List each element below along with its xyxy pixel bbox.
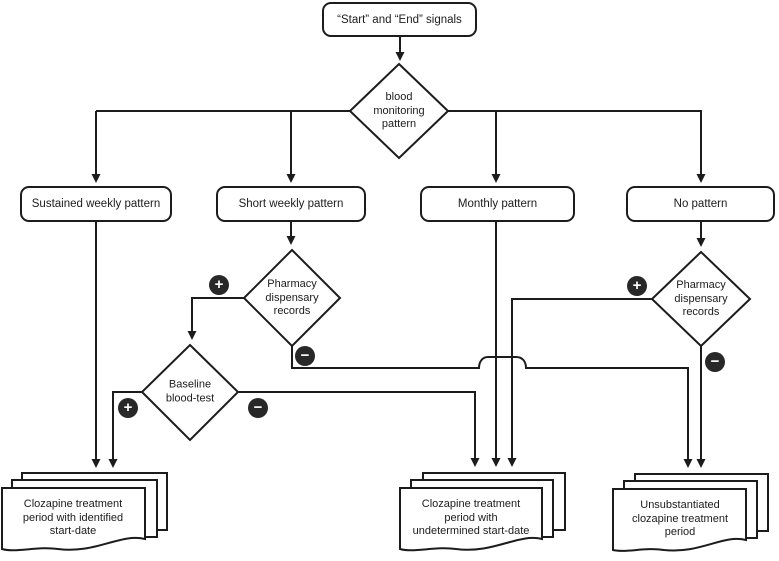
connector-baseline-plus-to-doc1 — [108, 391, 142, 468]
no-pattern-box: No pattern — [626, 186, 775, 222]
monthly-pattern-label: Monthly pattern — [457, 198, 538, 210]
start-end-signals-box: “Start” and “End” signals — [322, 2, 477, 37]
doc-unsubstantiated-label: Unsubstantiated clozapine treatment peri… — [632, 498, 728, 538]
connector-baseline-minus-to-doc2 — [238, 391, 480, 467]
decision-pharmacy-records-right — [650, 250, 752, 348]
short-weekly-pattern-label: Short weekly pattern — [238, 198, 344, 210]
minus-icon: − — [248, 398, 268, 418]
decision-pharmacy-records-left — [242, 248, 342, 348]
document-stack-undetermined — [399, 472, 566, 552]
connector-pharmacy1-plus-to-baseline — [187, 297, 244, 340]
document-stack-unsubstantiated — [612, 473, 769, 552]
sustained-weekly-pattern-label: Sustained weekly pattern — [31, 198, 161, 210]
baseline-blood-test-label: Baseline blood-test — [165, 378, 215, 405]
blood-monitoring-pattern-label: blood monitoring pattern — [373, 90, 425, 130]
sustained-weekly-pattern-box: Sustained weekly pattern — [20, 186, 172, 222]
short-weekly-pattern-box: Short weekly pattern — [216, 186, 366, 222]
start-end-signals-label: “Start” and “End” signals — [337, 13, 462, 26]
doc-undetermined-label: Clozapine treatment period with undeterm… — [412, 497, 530, 537]
no-pattern-label: No pattern — [673, 198, 728, 210]
plus-icon: + — [209, 275, 229, 295]
document-stack-identified — [1, 472, 168, 552]
doc-identified-label: Clozapine treatment period with identifi… — [22, 497, 124, 537]
connector-pharmacy1-minus-to-doc3 — [291, 346, 693, 468]
decision-blood-monitoring — [348, 62, 450, 160]
decision-baseline-blood-test — [140, 343, 240, 442]
pharmacy-dispensary-records-right-label: Pharmacy dispensary records — [674, 278, 728, 318]
pharmacy-dispensary-records-left-label: Pharmacy dispensary records — [265, 277, 319, 317]
monthly-pattern-box: Monthly pattern — [420, 186, 575, 222]
plus-icon: + — [627, 276, 647, 296]
plus-icon: + — [118, 398, 138, 418]
minus-icon: − — [295, 346, 315, 366]
connector-pharmacy2-plus-to-doc2 — [507, 298, 652, 467]
minus-icon: − — [705, 352, 725, 372]
